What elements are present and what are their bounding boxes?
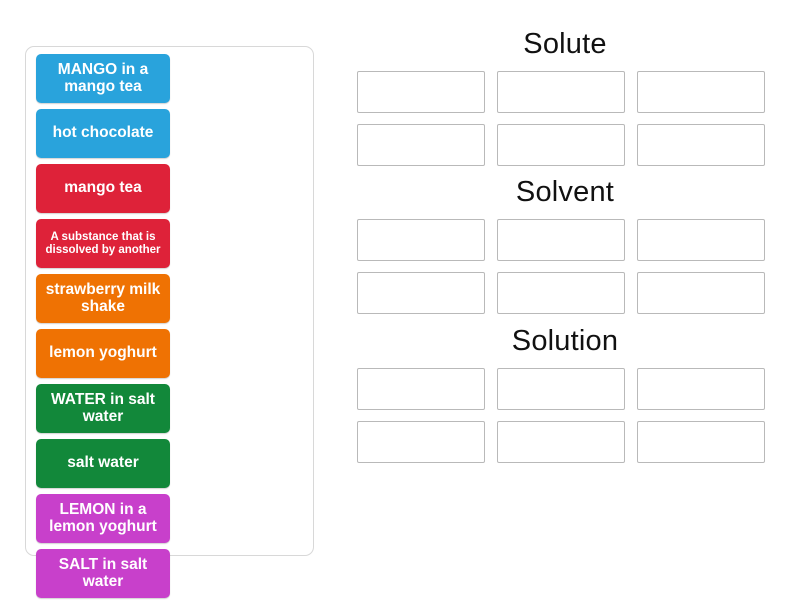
answer-tile-label: strawberry milk shake — [45, 280, 161, 315]
answer-tile-label: WATER in salt water — [51, 390, 155, 425]
answer-tile-label: hot chocolate — [52, 124, 154, 142]
group-solute: Solute — [345, 30, 785, 166]
group-title: Solution — [511, 325, 619, 357]
drop-slot[interactable] — [357, 71, 485, 113]
drop-slot[interactable] — [357, 272, 485, 314]
drop-slot[interactable] — [497, 124, 625, 166]
answer-tile[interactable]: A substance that is dissolved by another — [36, 219, 170, 268]
drop-slot[interactable] — [637, 421, 765, 463]
group-solution: Solution — [345, 327, 785, 463]
answer-tile-label: salt water — [67, 454, 139, 472]
drop-slot[interactable] — [497, 421, 625, 463]
answer-tile[interactable]: hot chocolate — [36, 109, 170, 158]
answer-tile-label: LEMON in a lemon yoghurt — [49, 500, 157, 535]
answer-tile-label: SALT in salt water — [58, 555, 148, 590]
drop-slot[interactable] — [497, 219, 625, 261]
drop-slot[interactable] — [637, 219, 765, 261]
answer-tile-label: MANGO in a mango tea — [57, 60, 149, 95]
drop-slot[interactable] — [357, 219, 485, 261]
answer-tile[interactable]: WATER in salt water — [36, 384, 170, 433]
answer-tile[interactable]: strawberry milk shake — [36, 274, 170, 323]
answer-tile[interactable]: MANGO in a mango tea — [36, 54, 170, 103]
group-title: Solute — [523, 28, 607, 60]
drop-slot-grid — [345, 71, 785, 166]
answer-tile[interactable]: salt water — [36, 439, 170, 488]
drop-slot[interactable] — [637, 368, 765, 410]
drop-slot[interactable] — [357, 421, 485, 463]
drop-slot[interactable] — [637, 71, 765, 113]
drop-slot[interactable] — [497, 368, 625, 410]
drop-slot[interactable] — [357, 124, 485, 166]
answer-tile-label: lemon yoghurt — [49, 344, 157, 362]
drop-slot[interactable] — [497, 71, 625, 113]
answer-tile[interactable]: mango tea — [36, 164, 170, 213]
group-solvent: Solvent — [345, 178, 785, 314]
answer-tile[interactable]: lemon yoghurt — [36, 329, 170, 378]
drop-slot[interactable] — [357, 368, 485, 410]
answer-tile[interactable]: LEMON in a lemon yoghurt — [36, 494, 170, 543]
drop-slot-grid — [345, 219, 785, 314]
drop-slot[interactable] — [637, 272, 765, 314]
drop-slot-grid — [345, 368, 785, 463]
group-title: Solvent — [515, 176, 615, 208]
drop-slot[interactable] — [637, 124, 765, 166]
answer-tile-label: A substance that is dissolved by another — [45, 231, 161, 256]
tile-pool[interactable]: MANGO in a mango tea hot chocolate mango t… — [25, 46, 314, 598]
answer-tile-label: mango tea — [64, 179, 142, 197]
answer-tile[interactable]: SALT in salt water — [36, 549, 170, 598]
drop-slot[interactable] — [497, 272, 625, 314]
